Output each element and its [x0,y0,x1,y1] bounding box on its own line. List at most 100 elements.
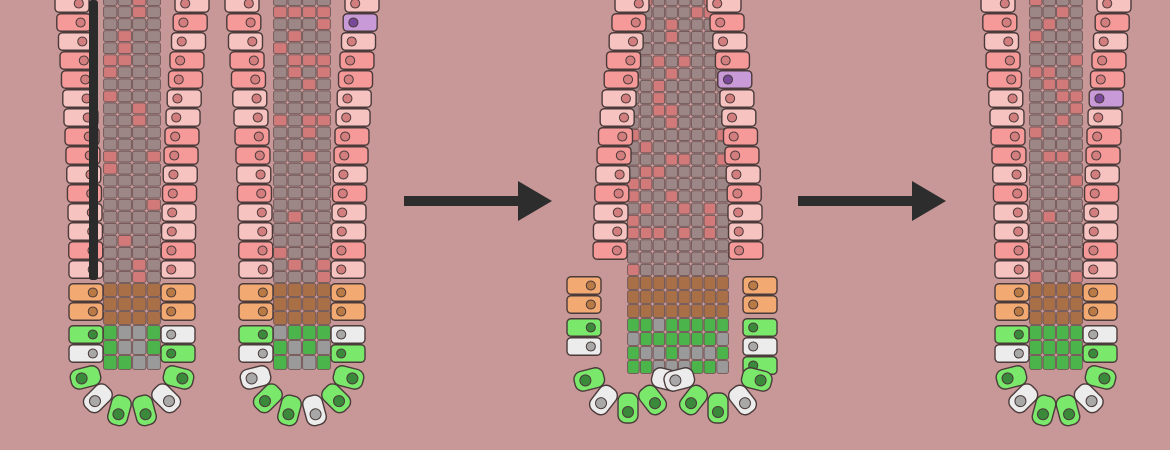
stem-cell [1082,344,1118,363]
crypt-lumen-cell [132,150,147,163]
paneth-cell-nucleus [585,341,596,352]
crypt-lumen-cell [678,18,691,31]
crypt-lumen-cell [103,18,118,30]
crypt-lumen-cell [652,165,666,178]
crypt-lumen-cell [1042,234,1056,247]
crypt-lumen-cell [1069,114,1083,127]
crypt-lumen-cell [273,42,288,55]
transit-amplifying-cell-nucleus [1013,306,1024,317]
crypt-lumen-cell [1042,210,1056,223]
transit-amplifying-cell [566,295,602,314]
crypt-lumen-cell [1069,18,1083,30]
transit-amplifying-cell-nucleus [748,299,759,310]
crypt-lumen-cell [1042,18,1056,30]
crypt-lumen-cell [1069,234,1083,247]
crypt-lumen-cell [1069,198,1083,211]
crypt-lumen-cell [1042,78,1056,91]
crypt-lumen-cell [665,116,678,129]
crypt-lumen-cell [652,92,666,105]
villus-epithelial-cell [991,146,1027,165]
villus-epithelial-cell [712,32,748,51]
crypt-lumen-cell [639,153,653,166]
crypt-lumen-cell [316,102,331,115]
crypt-lumen-cell [132,210,147,223]
villus-epithelial-cell [172,13,208,32]
crypt-lumen-cell [1056,18,1070,30]
crypt-lumen-cell [117,6,132,18]
crypt-lumen-cell [1042,259,1056,271]
crypt-lumen-cell [703,239,717,252]
villus-epithelial-cell-nucleus [733,207,744,218]
crypt-lumen-cell [287,259,302,271]
villus-epithelial-cell-nucleus [627,36,639,47]
crypt-lumen-cell [316,198,331,211]
transit-amplifying-cell-nucleus [257,306,268,317]
crypt-lumen-cell [146,150,161,163]
stem-niche-interior-cell [716,318,729,332]
stem-cell-nucleus [622,406,634,418]
villus-epithelial-cell [234,127,270,146]
stem-niche-interior-cell [1069,325,1083,340]
crypt-lumen-cell [316,54,331,67]
villus-epithelial-cell [344,0,380,13]
villus-epithelial-cell [230,70,267,89]
crypt-lumen-cell [1069,66,1083,79]
villus-epithelial-cell-nucleus [257,245,268,256]
villus-epithelial-cell-nucleus [612,207,623,218]
villus-epithelial-cell-nucleus [336,264,347,275]
villus-epithelial-cell-nucleus [1004,55,1015,66]
stem-niche-interior-cell [678,346,691,360]
crypt-lumen-cell [1042,66,1056,79]
transit-interior-cell [146,297,161,311]
crypt-lumen-cell [639,129,653,141]
crypt-lumen-cell [703,79,717,92]
crypt-lumen-cell [639,263,653,276]
crypt-lumen-cell [273,271,288,283]
villus-epithelial-cell [1083,203,1119,222]
stem-niche-interior-cell [627,360,640,374]
crypt-lumen-cell [690,251,704,264]
villus-epithelial-cell [706,0,742,13]
crypt-lumen-cell [132,234,147,247]
crypt-lumen-cell [678,239,691,252]
crypt-lumen-cell [287,210,302,223]
villus-epithelial-cell [224,0,260,13]
stem-niche-interior-cell [1056,325,1070,340]
transit-interior-cell [1056,311,1070,325]
villus-epithelial-cell [1096,0,1132,13]
crypt-lumen-cell [146,42,161,55]
villus-epithelial-cell [980,0,1016,13]
crypt-lumen-cell [1042,114,1056,127]
crypt-lumen-cell [132,259,147,271]
transit-interior-cell [1056,283,1070,297]
crypt-lumen-cell [117,150,132,163]
labelled-cell [1088,89,1124,108]
transit-amplifying-cell-nucleus [1013,287,1024,298]
stem-cell [573,367,606,392]
stem-niche-interior-cell [652,318,666,332]
transit-amplifying-cell [1082,302,1118,321]
crypt-lumen-cell [678,79,691,92]
crypt-lumen-cell [690,18,704,31]
crypt-lumen-cell [146,126,161,139]
villus-epithelial-cell-nucleus [80,74,91,85]
villus-epithelial-cell-nucleus [1089,207,1100,218]
progression-arrow-2-shaft [798,196,916,206]
crypt-lumen-cell [316,126,331,139]
paneth-cell-nucleus [87,348,98,359]
crypt-lumen-cell [678,92,691,105]
transit-amplifying-cell-nucleus [336,306,347,317]
crypt-lumen-cell [273,259,288,271]
crypt-lumen-cell [302,0,317,6]
arrows-layer [404,181,946,221]
villus-epithelial-cell [994,241,1030,260]
villus-epithelial-cell-nucleus [630,17,641,28]
crypt-lumen-cell [652,18,666,31]
crypt-lumen-cell [132,0,147,6]
transit-amplifying-cell [330,302,366,321]
villus-epithelial-cell [170,32,207,51]
transit-amplifying-cell [742,295,778,314]
villus-epithelial-cell-nucleus [1088,226,1099,237]
crypt-lumen-cell [1029,271,1043,283]
crypt-lumen-cell [652,79,666,92]
